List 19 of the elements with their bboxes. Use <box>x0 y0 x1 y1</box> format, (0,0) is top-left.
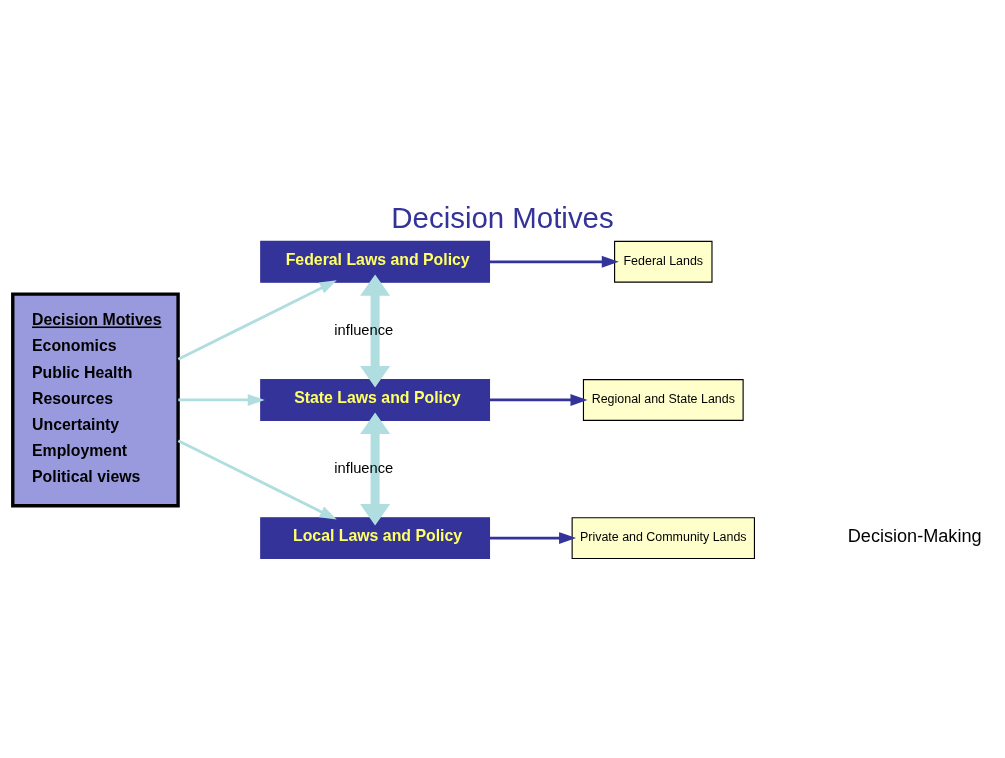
arrow <box>360 412 391 526</box>
arrow <box>489 532 577 545</box>
node-box: Private and Community Lands <box>571 517 755 560</box>
arrow <box>360 274 391 388</box>
arrow <box>178 394 265 406</box>
node-box: State Laws and Policy <box>260 379 491 421</box>
edge-label: influence <box>334 459 394 476</box>
diagram-title: Decision Motives <box>391 200 614 234</box>
arrow <box>489 255 619 268</box>
arrow <box>177 280 337 361</box>
node-box: Local Laws and Policy <box>260 517 491 560</box>
edge-label: influence <box>334 321 394 338</box>
arrow <box>177 439 337 520</box>
arrow <box>489 394 588 406</box>
node-box: Federal Laws and Policy <box>260 240 491 283</box>
node-box: Regional and State Lands <box>582 379 744 421</box>
node-box: Federal Lands <box>614 240 713 283</box>
label: Decision-Making <box>847 526 982 547</box>
node-box: Decision Motives Economics Public Health Resources Uncertainty Employment Political views <box>11 292 180 508</box>
